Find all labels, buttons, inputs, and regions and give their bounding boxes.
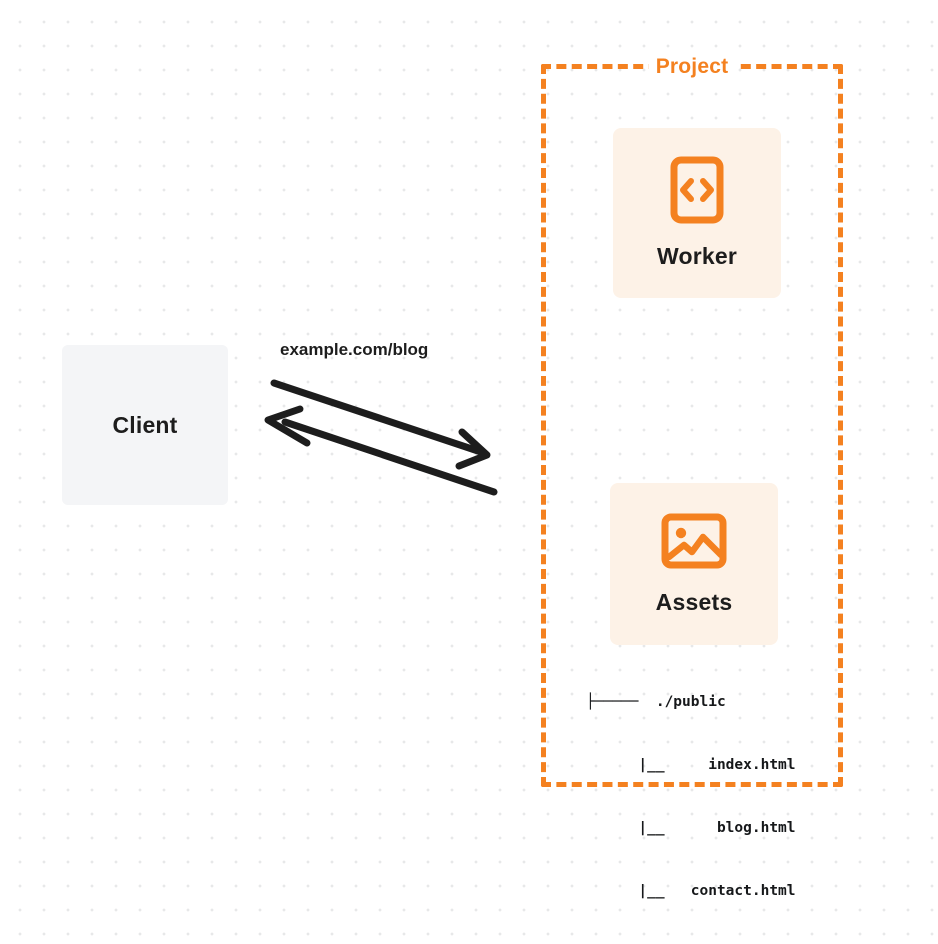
worker-card[interactable]: Worker — [613, 128, 781, 298]
assets-label: Assets — [655, 589, 733, 615]
file-tree-row: |__ index.html — [586, 757, 796, 773]
file-tree-row: |__ contact.html — [586, 883, 796, 899]
file-tree-row: |__ blog.html — [586, 820, 796, 836]
file-tree-row: ├───── ./public — [586, 694, 726, 710]
client-label: Client — [112, 411, 178, 438]
diagram-canvas: Client example.com/blog Project Worker — [62, 55, 843, 899]
project-title: Project — [648, 55, 736, 79]
project-container: Project — [541, 55, 843, 787]
client-node[interactable]: Client — [62, 345, 228, 505]
image-icon — [661, 512, 727, 575]
connection-label: example.com/blog — [280, 340, 429, 359]
request-arrow — [270, 379, 491, 470]
assets-card[interactable]: Assets — [610, 483, 778, 645]
assets-file-tree: ├───── ./public |__ index.html |__ blog.… — [586, 650, 796, 944]
worker-label: Worker — [656, 243, 738, 269]
code-brackets-icon — [670, 156, 724, 229]
response-arrow — [264, 405, 498, 496]
